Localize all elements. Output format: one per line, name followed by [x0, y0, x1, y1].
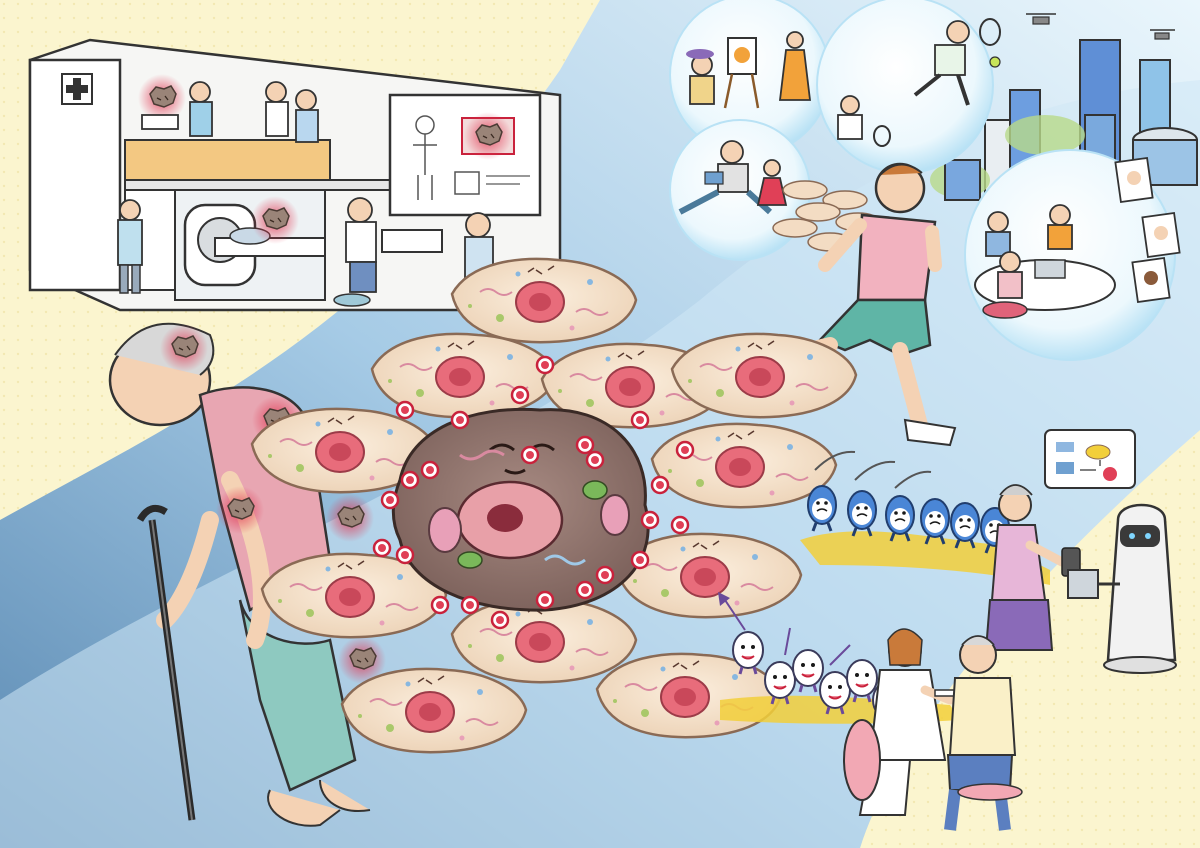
mri-scanner [183, 203, 326, 287]
hospital-cross-icon [61, 73, 93, 105]
bubble-remote-meeting [964, 149, 1181, 361]
doctor-vaccination [843, 628, 956, 816]
doctor-figure [141, 81, 213, 137]
senescent-cell [391, 407, 650, 612]
elderly-woman-with-remote [984, 484, 1081, 651]
receptionist-figure [117, 199, 143, 294]
drone-icon [1150, 29, 1175, 40]
hospital-building [28, 38, 562, 312]
walking-cane-icon [136, 504, 196, 821]
elderly-man-patient [944, 635, 1023, 831]
immune-cell-march-blue [800, 450, 1050, 585]
health-info-display [1044, 429, 1136, 489]
body-scan-display [388, 93, 542, 217]
nurse-figure [265, 81, 319, 143]
bubble-tennis [816, 0, 1001, 174]
elderly-woman [108, 322, 387, 827]
drone-icon [1026, 13, 1056, 25]
operator-figure [333, 197, 494, 307]
care-robot-icon [1067, 503, 1177, 674]
